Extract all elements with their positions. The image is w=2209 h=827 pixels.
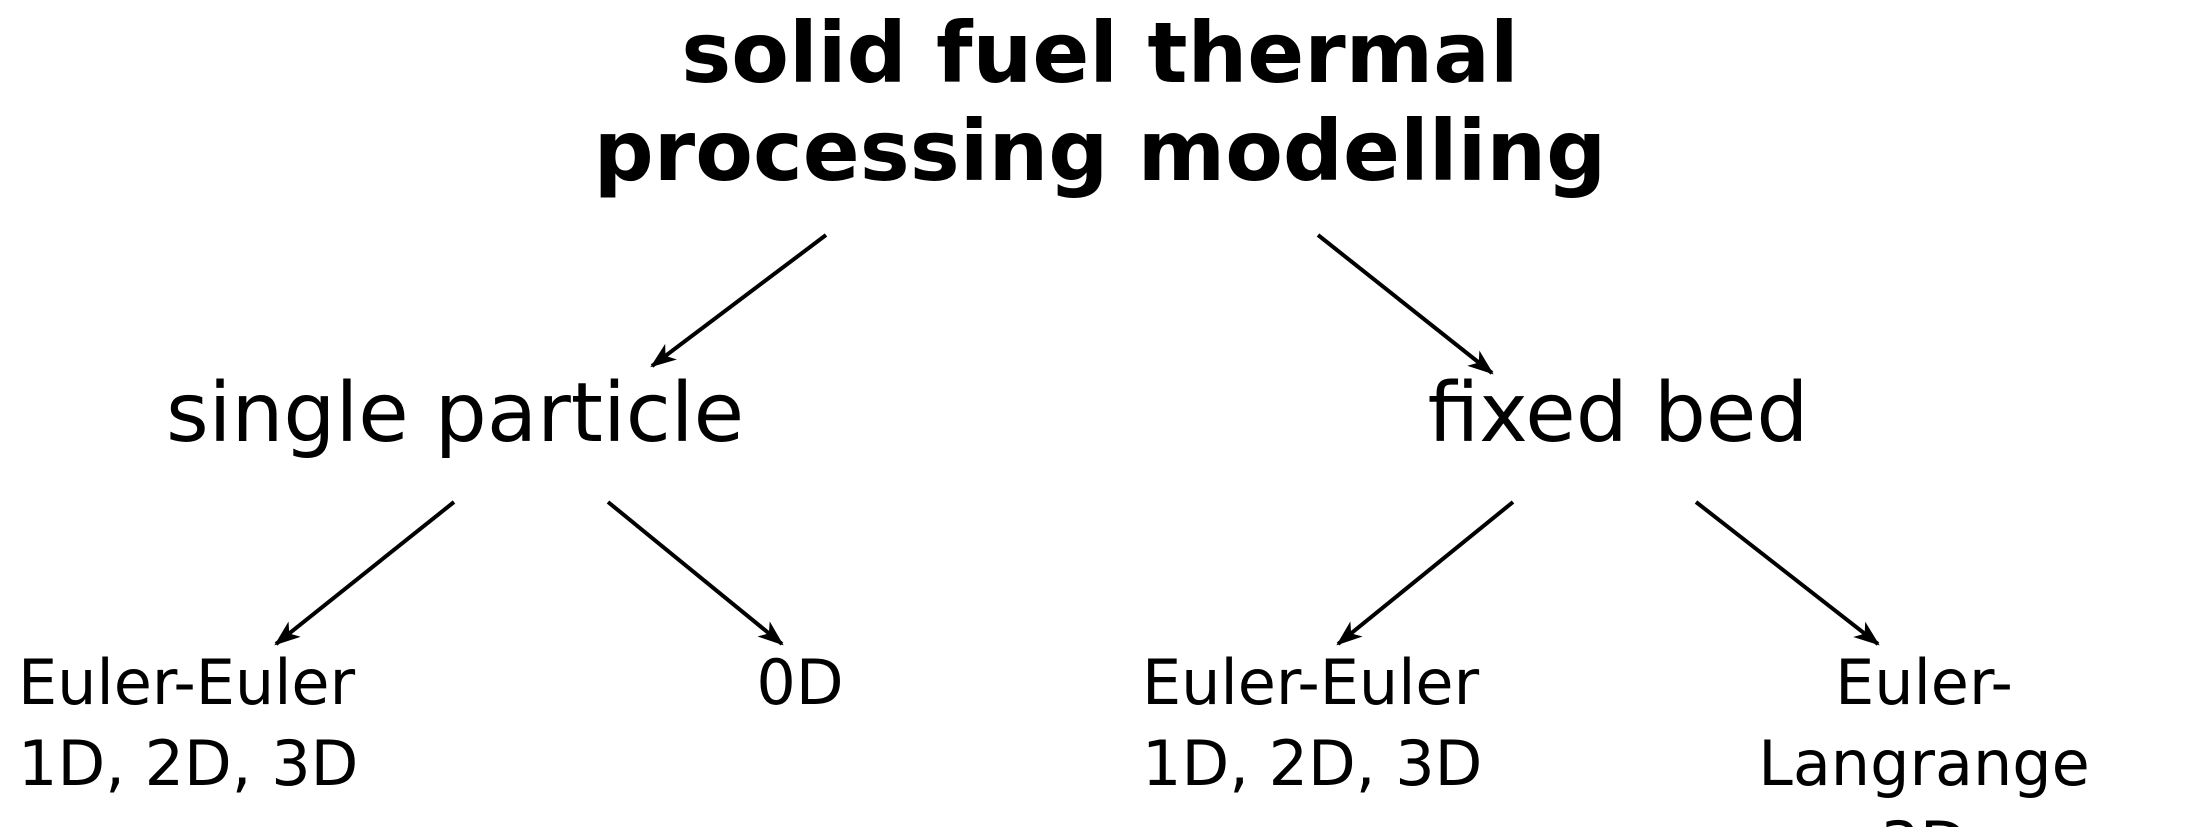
branch-node-single-particle: single particle (165, 366, 745, 461)
leaf-node-fixed-bed-euler-euler: Euler-Euler 1D, 2D, 3D (1142, 646, 1483, 800)
arrow-root-to-fixed-bed (1316, 233, 1494, 375)
arrow-fixed-bed-to-euler-langrange (1694, 500, 1880, 646)
root-node-title: solid fuel thermal processing modelling (593, 4, 1607, 200)
arrow-single-particle-to-0d (606, 500, 784, 646)
leaf-node-single-particle-0d: 0D (756, 646, 844, 719)
arrow-single-particle-to-euler-euler (274, 500, 456, 646)
arrow-fixed-bed-to-euler-euler (1336, 500, 1515, 646)
branch-node-fixed-bed: fixed bed (1427, 366, 1809, 461)
leaf-node-fixed-bed-euler-langrange: Euler-Langrange 3D (1758, 646, 2090, 827)
arrow-root-to-single-particle (650, 233, 828, 368)
leaf-node-single-particle-euler-euler: Euler-Euler 1D, 2D, 3D (18, 646, 359, 800)
